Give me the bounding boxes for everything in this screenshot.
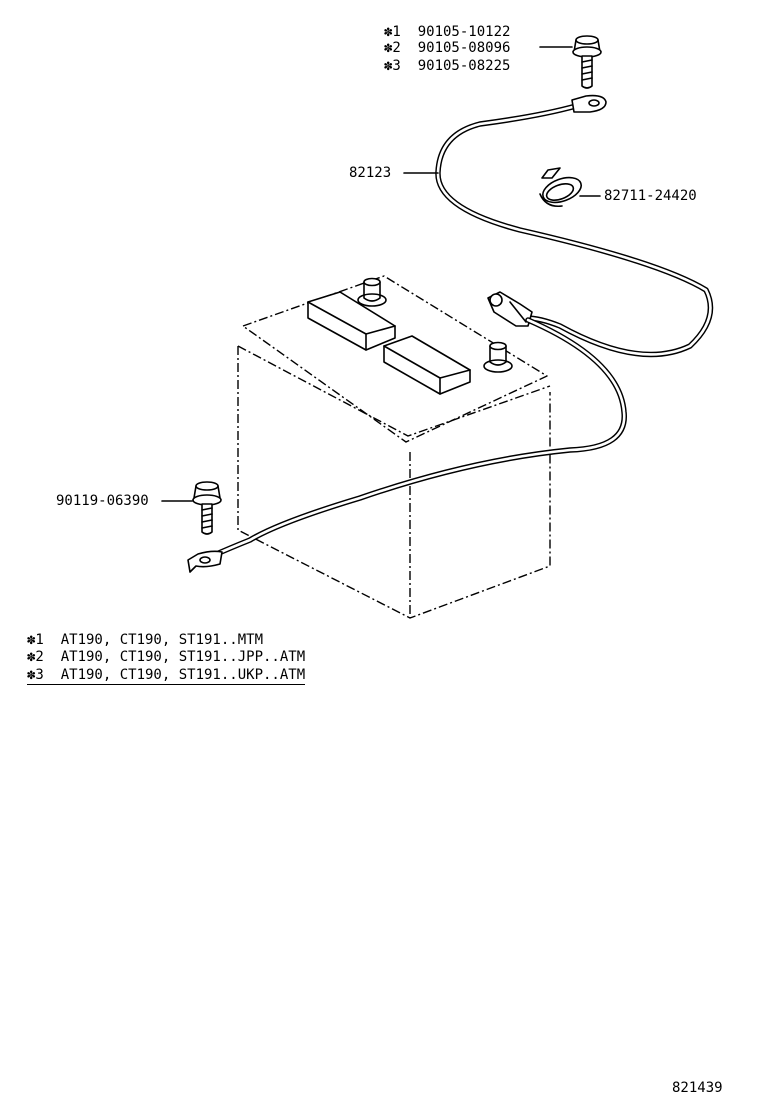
terminal-negative (483, 341, 513, 373)
leader-lines (161, 46, 601, 502)
note-1: ✽1 AT190, CT190, ST191..MTM (27, 632, 264, 648)
bolt-bottom (192, 481, 222, 535)
ground-cable-82123 (435, 94, 714, 358)
note-3: ✽3 AT190, CT190, ST191..UKP..ATM (27, 667, 306, 685)
diagram-number: 821439 (672, 1080, 723, 1096)
battery (237, 275, 551, 619)
lower-ground-cable (187, 317, 627, 573)
bolt-top (572, 35, 602, 89)
clamp-part-number: 82711-24420 (604, 188, 697, 204)
cable-part-number: 82123 (349, 165, 392, 181)
bolt-top-part-1: ✽1 90105-10122 (384, 24, 511, 40)
bolt-top-part-3: ✽3 90105-08225 (384, 58, 511, 74)
terminal-positive (357, 277, 387, 307)
bolt-bottom-part-number: 90119-06390 (56, 493, 149, 509)
cable-clamp (539, 167, 582, 208)
bolt-top-part-2: ✽2 90105-08096 (384, 40, 511, 56)
note-2: ✽2 AT190, CT190, ST191..JPP..ATM (27, 649, 306, 665)
applicability-notes: ✽1 AT190, CT190, ST191..MTM ✽2 AT190, CT… (27, 632, 306, 685)
